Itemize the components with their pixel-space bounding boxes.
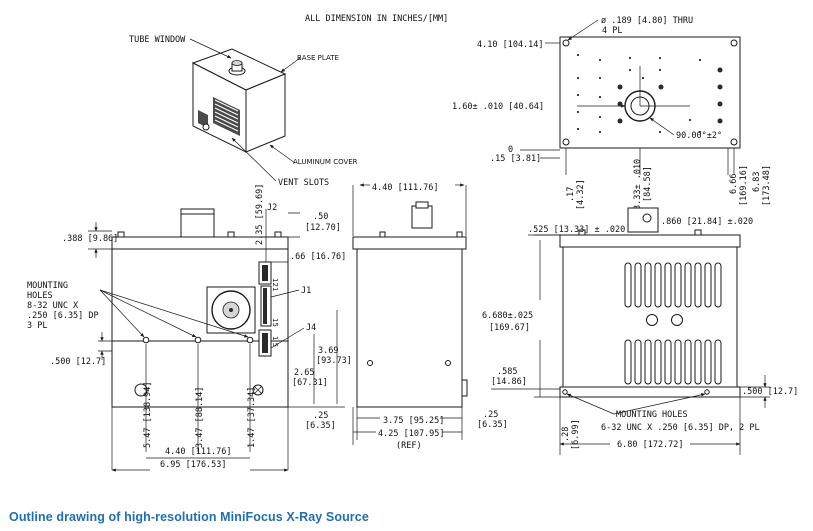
label-vent-slots: VENT SLOTS xyxy=(278,178,329,188)
pin-label-j4: 1 5 xyxy=(271,336,279,347)
dim-origin: 0 xyxy=(508,145,513,155)
thru-hole xyxy=(730,138,738,146)
dim-5-47: 5.47 [138.94] xyxy=(143,381,153,448)
dim-2-35: 2.35 [59.69] xyxy=(255,184,265,245)
dim-3-33: 3.33± .010 xyxy=(633,159,643,210)
dim-3-69-mm: [93.73] xyxy=(316,356,352,366)
front-mounting-hole xyxy=(246,336,254,344)
dim-0-388: .388 [9.86] xyxy=(62,234,118,244)
side-body xyxy=(356,248,463,408)
dim-3-75: 3.75 [95.25] xyxy=(383,416,444,426)
label-tube-window: TUBE WINDOW xyxy=(129,35,186,45)
dim-6-66-mm: [169.16] xyxy=(739,165,749,206)
note-mounting-holes-line-3: 8-32 UNC X xyxy=(27,301,79,311)
dim-0-17: .17 xyxy=(566,187,576,202)
dim-0-15: .15 [3.81] xyxy=(490,154,541,164)
back-mounting-hole xyxy=(704,389,710,395)
side-view: 4.40 [111.76] 3.75 [95.25] 4.25 [107.95]… xyxy=(352,183,508,451)
thru-hole xyxy=(562,39,570,47)
dim-3-33-mm: [84.58] xyxy=(643,166,653,202)
dim-6-66: 6.66 xyxy=(729,174,739,194)
thru-hole xyxy=(562,138,570,146)
dim-1-47: 1.47 [37.34] xyxy=(247,387,257,448)
angle-note: 90.00°±2° xyxy=(676,131,722,141)
label-base-plate: BASE PLATE xyxy=(297,54,339,62)
dim-6-680-mm: [169.67] xyxy=(489,323,530,333)
front-mounting-hole xyxy=(194,336,202,344)
drawing-header: ALL DIMENSION IN INCHES/[MM] xyxy=(305,14,448,24)
iso-vent-slots xyxy=(198,97,240,136)
front-mounting-hole xyxy=(142,336,150,344)
note-mounting-holes-line-4: .250 [6.35] DP xyxy=(27,311,99,321)
dim-0-525: .525 [13.33] ± .020 xyxy=(528,225,625,235)
hole-count-note: 4 PL xyxy=(602,26,622,36)
outline-drawing: ALL DIMENSION IN INCHES/[MM] TUBE WINDOW… xyxy=(27,14,798,472)
iso-aluminum-cover xyxy=(245,73,286,153)
dim-0-17-mm: [4.32] xyxy=(576,179,586,210)
dim-0-50-mm: [12.70] xyxy=(305,223,341,233)
dim-0-585: .585 xyxy=(497,367,517,377)
dim-0-25-side: .25 xyxy=(483,410,498,420)
dim-6-80: 6.80 [172.72] xyxy=(617,440,684,450)
pin-label-1: 1 xyxy=(271,287,279,291)
dim-6-680: 6.680±.025 xyxy=(482,311,533,321)
figure-caption: Outline drawing of high-resolution MiniF… xyxy=(9,510,369,524)
dim-4-10: 4.10 [104.14] xyxy=(477,40,544,50)
side-ref-note: (REF) xyxy=(396,441,422,451)
back-vent-slots xyxy=(624,262,722,385)
back-mounting-note-1: MOUNTING HOLES xyxy=(616,410,688,420)
top-view: ø .189 [4.80] THRU 4 PL 4.10 [104.14] 1.… xyxy=(452,16,772,210)
dim-3-69: 3.69 xyxy=(318,346,338,356)
dim-0-28: .28 xyxy=(561,427,571,442)
pin-label-15: 15 xyxy=(271,318,279,327)
back-mounting-hole xyxy=(562,389,568,395)
hole-diameter-note: ø .189 [4.80] THRU xyxy=(601,16,693,26)
label-aluminum-cover: ALUMINUM COVER xyxy=(293,158,358,166)
back-mounting-note-2: 6-32 UNC X .250 [6.35] DP, 2 PL xyxy=(601,423,760,433)
dim-0-585-mm: [14.86] xyxy=(491,377,527,387)
dim-4-25: 4.25 [107.95] xyxy=(378,429,445,439)
dim-1-60: 1.60± .010 [40.64] xyxy=(452,102,544,112)
note-mounting-holes-line-1: MOUNTING xyxy=(27,281,68,291)
dim-0-66: .66 [16.76] xyxy=(290,252,346,262)
dim-0-50: .50 xyxy=(313,212,328,222)
label-j4: J4 xyxy=(306,323,316,333)
dim-6-83-mm: [173.48] xyxy=(762,165,772,206)
dim-0-500-back: .500 [12.7] xyxy=(742,387,798,397)
dim-0-25-mm: [6.35] xyxy=(305,421,336,431)
dim-3-47: 3.47 [88.14] xyxy=(195,387,205,448)
label-j2: J2 xyxy=(267,203,277,213)
top-plate xyxy=(559,36,741,149)
dim-0-500: .500 [12.7] xyxy=(50,357,106,367)
front-view: 12 1 15 1 5 J2 J1 J4 2.35 [59.69] .388 [… xyxy=(27,184,352,472)
isometric-view: TUBE WINDOW BASE PLATE ALUMINUM COVER VE… xyxy=(129,35,358,188)
dim-6-95: 6.95 [176.53] xyxy=(160,460,227,470)
dim-4-40-front: 4.40 [111.76] xyxy=(165,447,232,457)
note-mounting-holes-line-5: 3 PL xyxy=(27,321,47,331)
dim-0-25: .25 xyxy=(313,411,328,421)
note-mounting-holes-line-2: HOLES xyxy=(27,291,53,301)
back-view: .525 [13.33] ± .020 .860 [21.84] ±.020 6… xyxy=(482,207,798,455)
label-j1: J1 xyxy=(301,286,311,296)
dim-6-83: 6.83 xyxy=(752,172,762,192)
thru-hole xyxy=(730,39,738,47)
back-base-plate xyxy=(559,234,741,248)
dim-2-65: 2.65 xyxy=(294,368,314,378)
dim-0-28-mm: [6.99] xyxy=(571,419,581,450)
side-base-plate xyxy=(352,236,467,250)
dim-0-25-side-mm: [6.35] xyxy=(477,420,508,430)
dim-4-40-side: 4.40 [111.76] xyxy=(372,183,439,193)
pin-label-12: 12 xyxy=(271,278,279,287)
dim-0-860: .860 [21.84] ±.020 xyxy=(661,217,753,227)
dim-2-65-mm: [67.31] xyxy=(292,378,328,388)
